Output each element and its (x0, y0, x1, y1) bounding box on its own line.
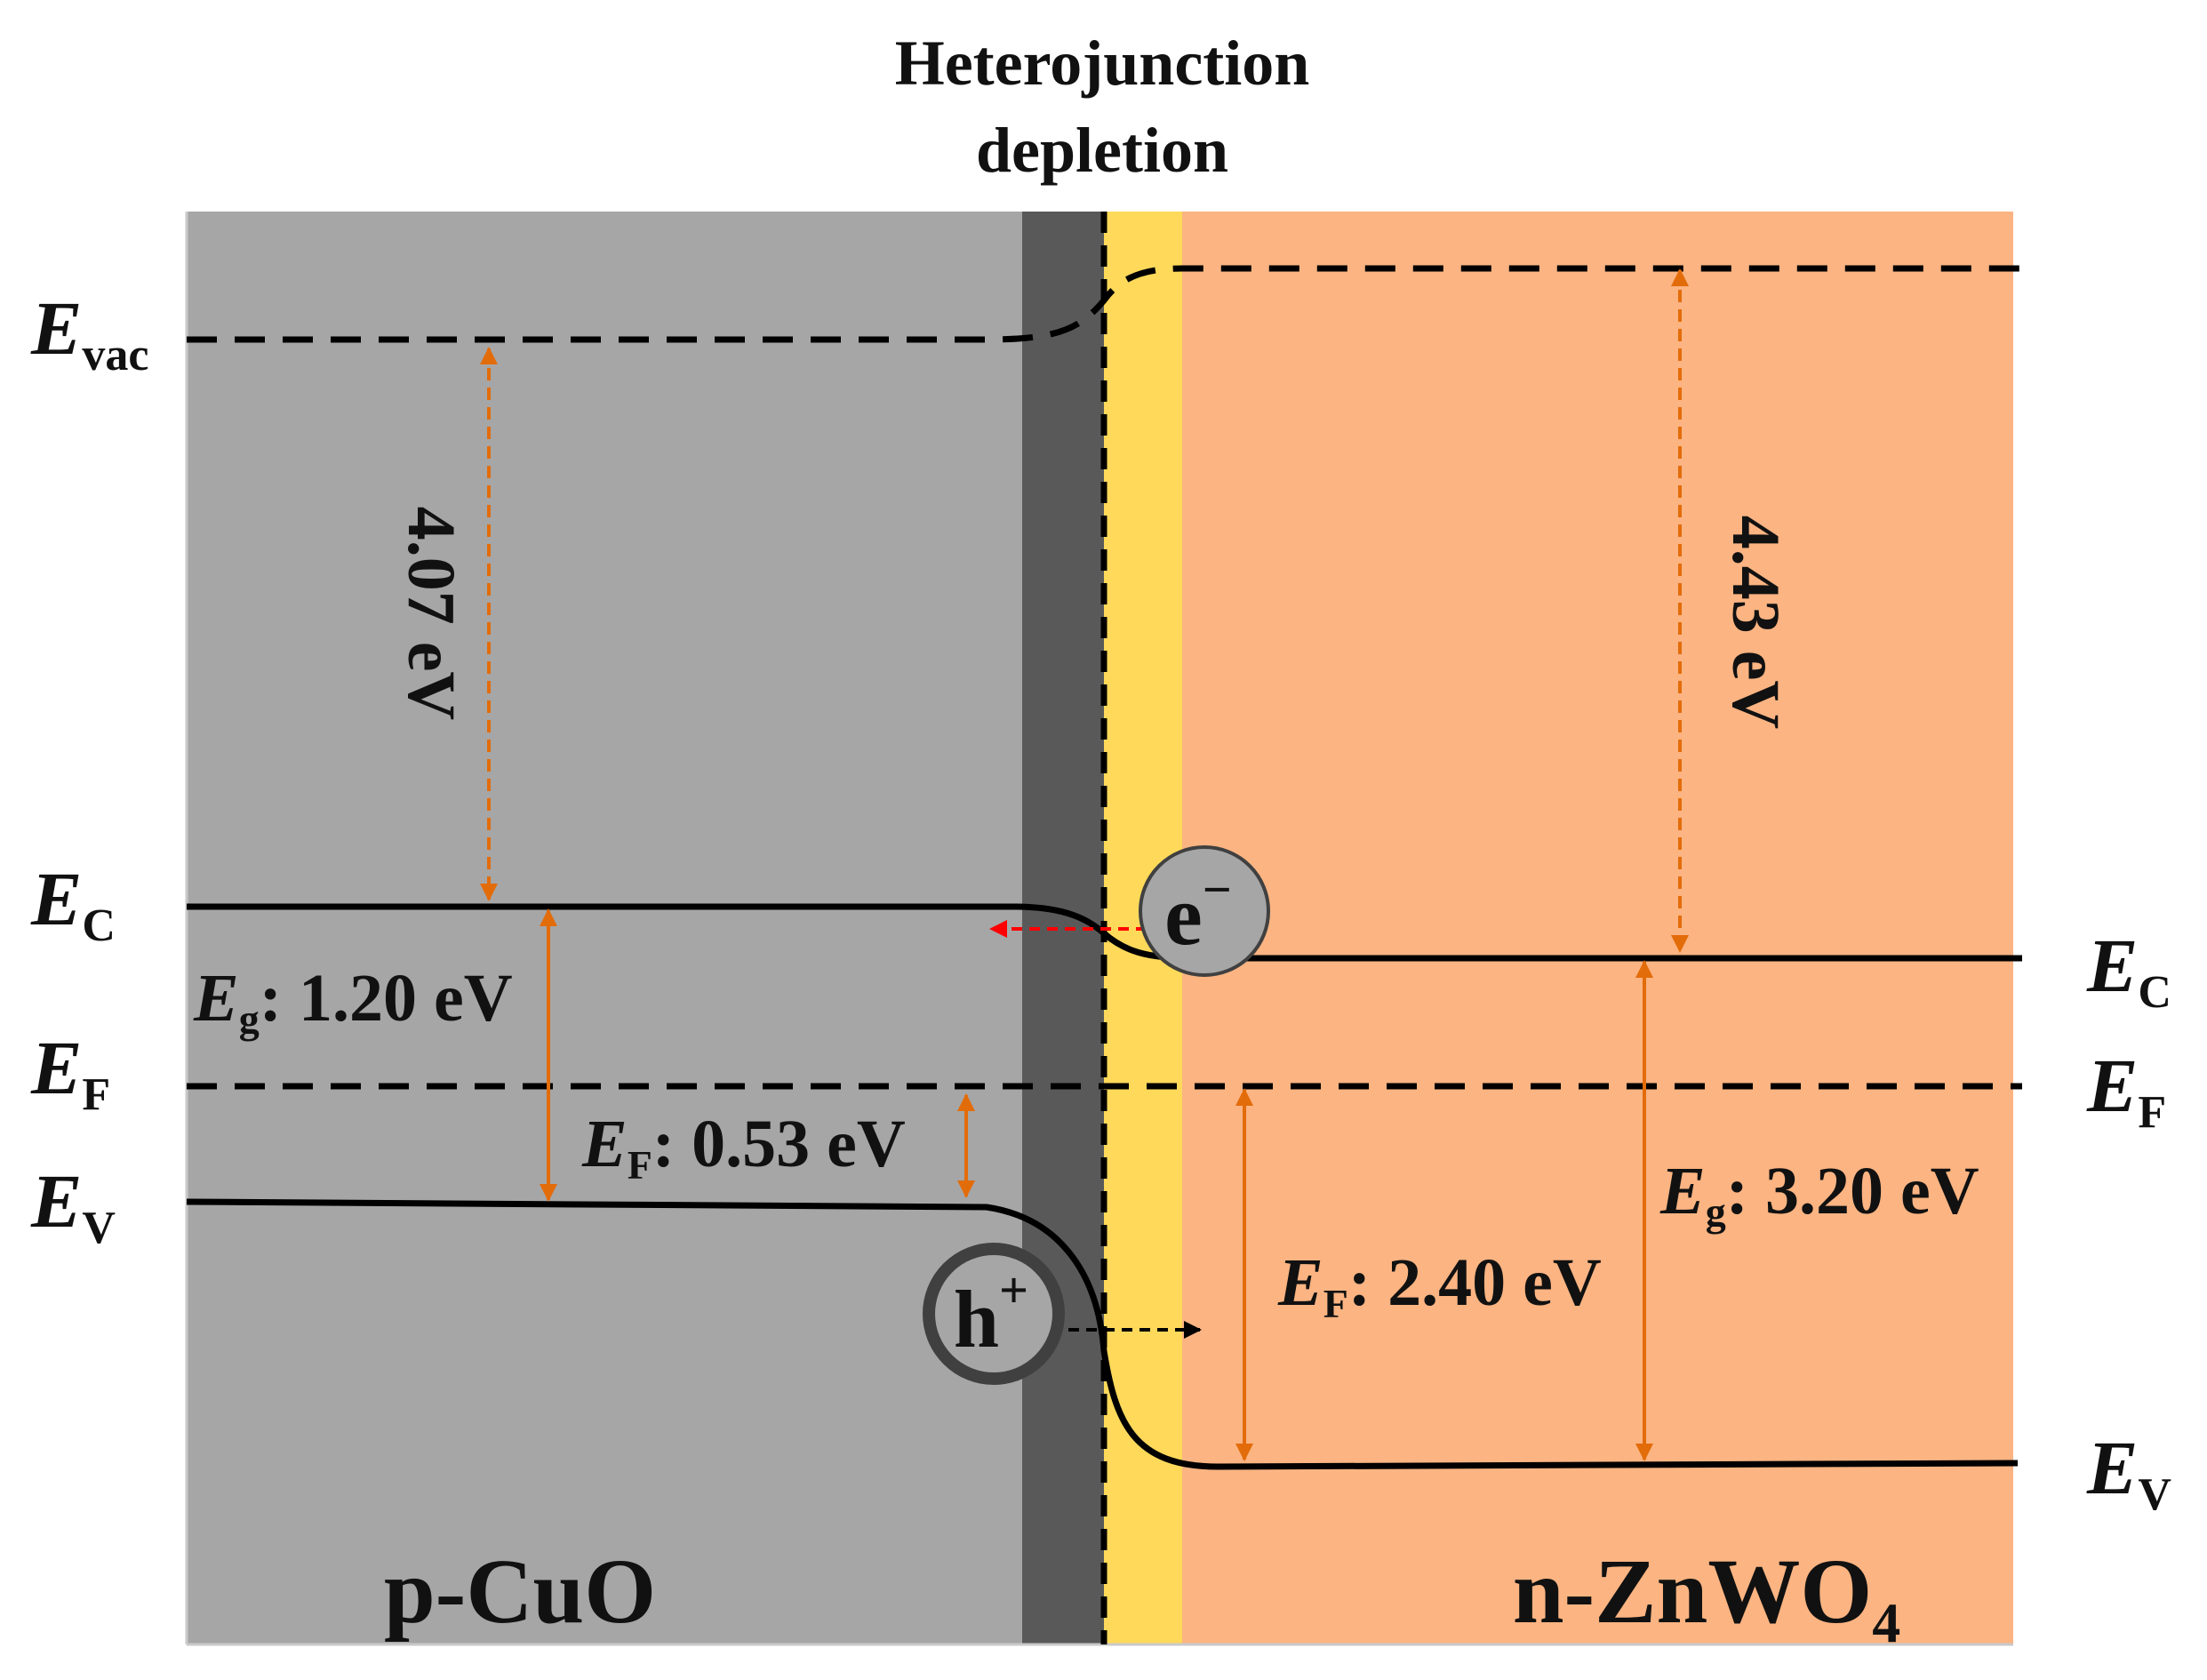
cuo-material-label: p-CuO (384, 1540, 656, 1643)
vacuum-level-line (187, 265, 2022, 343)
svg-text:h+: h+ (954, 1261, 1028, 1364)
header-line2: depletion (976, 115, 1228, 186)
electron-marker: e− (1139, 845, 1270, 977)
svg-text:e−: e− (1164, 860, 1232, 963)
label-ef-right: EF (2086, 1043, 2166, 1138)
header-line1: Heterojunction (895, 28, 1310, 99)
label-ev-left: EV (30, 1158, 116, 1253)
cuo-ef-value: EF: 0.53 eV (581, 1107, 906, 1188)
cuo-region (187, 212, 1022, 1644)
valence-band-line (186, 1198, 2019, 1470)
cuo-vac-gap-value: 4.07 eV (394, 507, 468, 721)
label-ef-left: EF (30, 1025, 110, 1120)
zno-vac-gap-value: 4.43 eV (1718, 516, 1793, 730)
cuo-eg-value: Eg: 1.20 eV (193, 961, 513, 1042)
label-ev-right: EV (2086, 1425, 2171, 1520)
label-evac-left: Evac (30, 285, 148, 380)
label-ec-left: EC (30, 856, 116, 951)
hole-marker: h+ (923, 1243, 1065, 1385)
zno-material-label: n-ZnWO4 (1513, 1540, 1901, 1654)
label-ec-right: EC (2086, 923, 2171, 1018)
zno-eg-value: Eg: 3.20 eV (1659, 1154, 1979, 1235)
zno-region (1182, 212, 2013, 1644)
zno-ef-value: EF: 2.40 eV (1277, 1245, 1602, 1326)
